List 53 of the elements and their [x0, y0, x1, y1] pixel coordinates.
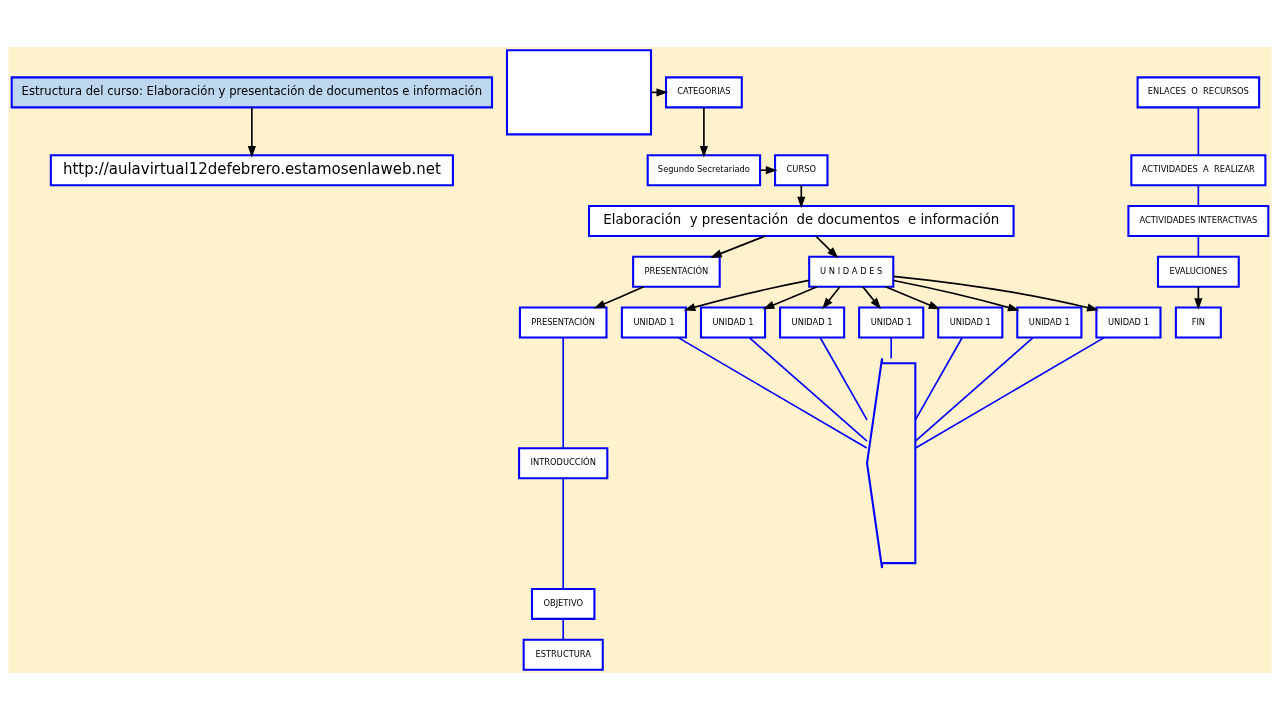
- connector: [914, 336, 1034, 442]
- connector: [1197, 106, 1200, 156]
- arrow: [683, 279, 810, 312]
- node-box: CURSO: [774, 154, 829, 187]
- node-box: EVALUCIONES: [1156, 255, 1240, 288]
- node-box: UNIDAD 1: [620, 306, 688, 339]
- node-box: UNIDAD 1: [699, 306, 767, 339]
- node-box: CATEGORIAS: [664, 76, 743, 109]
- arrow: [593, 285, 645, 309]
- node-box: UNIDAD 1: [1095, 306, 1162, 339]
- arrow: [892, 279, 1020, 312]
- node-box: UNIDAD 1: [779, 306, 846, 339]
- arrow: [759, 166, 778, 175]
- arrow: [814, 235, 839, 259]
- connector: [677, 336, 868, 449]
- connector: [562, 336, 565, 449]
- node-box: ACTIVIDADES INTERACTIVAS: [1127, 204, 1270, 237]
- node-box: Estructura del curso: Elaboración y presentación de documentos e información: [10, 76, 494, 109]
- node-box: OBJETIVO: [530, 587, 596, 620]
- connector: [1197, 184, 1200, 207]
- connector: [562, 477, 565, 590]
- node-box: FIN: [1174, 306, 1222, 339]
- node-box: ACTIVIDADES A REALIZAR: [1130, 154, 1267, 187]
- arrow: [762, 285, 818, 310]
- node-box: [505, 49, 653, 136]
- node-box: UNIDAD 1: [1016, 306, 1083, 339]
- connector: [914, 336, 1105, 449]
- node-box: PRESENTACIÓN: [518, 306, 608, 339]
- node-bracket: [866, 357, 917, 570]
- node-box: U N I D A D E S: [808, 255, 895, 288]
- arrow: [710, 235, 766, 258]
- arrow: [861, 285, 882, 310]
- arrow: [797, 184, 806, 209]
- arrow: [821, 285, 841, 310]
- connector: [914, 336, 963, 421]
- connector: [890, 336, 893, 360]
- node-box: INTRODUCCIÓN: [518, 447, 609, 480]
- connector: [819, 336, 868, 421]
- node-box: ESTRUCTURA: [522, 638, 604, 671]
- connector: [562, 618, 565, 641]
- node-box: UNIDAD 1: [937, 306, 1004, 339]
- arrow: [884, 285, 941, 310]
- node-box: UNIDAD 1: [858, 306, 925, 339]
- node-box: PRESENTACIÓN: [632, 255, 721, 288]
- node-box: http://aulavirtual12defebrero.estamosenlaweb.net: [49, 154, 454, 187]
- arrow: [892, 275, 1099, 312]
- node-box: Elaboración y presentación de documentos e información: [587, 204, 1015, 237]
- node-box: ENLACES O RECURSOS: [1136, 76, 1261, 109]
- arrow: [699, 106, 708, 158]
- arrow: [247, 106, 256, 158]
- connector: [748, 336, 868, 442]
- connector: [1197, 235, 1200, 258]
- node-box: Segundo Secretariado: [646, 154, 762, 187]
